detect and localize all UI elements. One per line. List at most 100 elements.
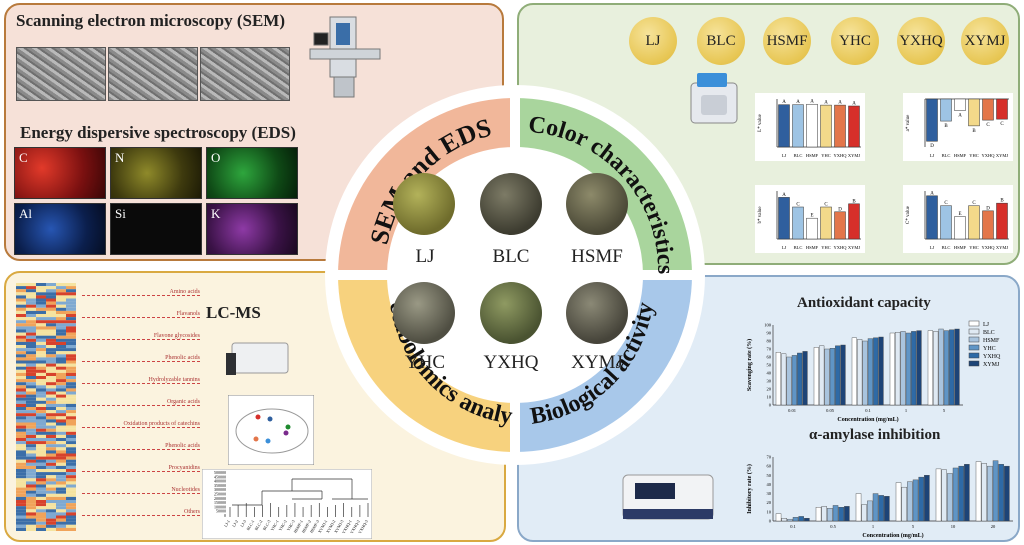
heatmap-cell [66, 397, 76, 401]
heatmap-cell [46, 394, 56, 398]
heatmap-cell [26, 317, 36, 321]
heatmap-cell [56, 459, 66, 463]
heatmap-cell [56, 310, 66, 314]
heatmap-cell [36, 450, 46, 454]
bar [916, 330, 922, 406]
heatmap-cell [46, 323, 56, 327]
heatmap-cell [46, 478, 56, 482]
heatmap-cell [16, 286, 26, 290]
sample-circle-xymj: XYMJ [961, 17, 1009, 65]
heatmap-cell [36, 428, 46, 432]
bar [806, 103, 818, 148]
bar [861, 504, 867, 522]
heatmap-cell [56, 379, 66, 383]
heatmap-cell [66, 509, 76, 513]
tea-label-xymj: XYMJ [571, 352, 623, 373]
significance-letter: C [824, 203, 828, 208]
heatmap-cell [36, 310, 46, 314]
metabolite-category: Flavone glycosides [82, 333, 200, 340]
heatmap-cell [66, 407, 76, 411]
heatmap-cell [56, 397, 66, 401]
heatmap-cell [66, 354, 76, 358]
heatmap-cell [66, 487, 76, 491]
heatmap-cell [66, 314, 76, 318]
heatmap-cell [26, 438, 36, 442]
heatmap-cell [26, 326, 36, 330]
heatmap-cell [36, 506, 46, 510]
heatmap-cell [66, 444, 76, 448]
bar [815, 507, 822, 522]
bar [954, 216, 966, 240]
heatmap-cell [46, 388, 56, 392]
eds-title: Energy dispersive spectroscopy (EDS) [20, 123, 296, 142]
heatmap-cell [56, 431, 66, 435]
heatmap-cell [66, 518, 76, 522]
heatmap-cell [56, 490, 66, 494]
heatmap [16, 283, 76, 531]
heatmap-cell [36, 456, 46, 460]
heatmap-cell [66, 506, 76, 510]
pca-plot [228, 395, 314, 465]
heatmap-cell [56, 484, 66, 488]
dendrogram-leaf-label: LJ-2 [231, 519, 239, 528]
heatmap-cell [46, 348, 56, 352]
heatmap-cell [46, 289, 56, 293]
metabolite-category: Oxidation products of catechins [82, 421, 200, 428]
x-tick-label: XYMJ [996, 245, 1009, 250]
heatmap-cell [16, 400, 26, 404]
heatmap-cell [46, 512, 56, 516]
heatmap-cell [16, 472, 26, 476]
bar [935, 468, 942, 522]
heatmap-cell [36, 416, 46, 420]
heatmap-cell [56, 428, 66, 432]
heatmap-cell [46, 326, 56, 330]
heatmap-cell [66, 329, 76, 333]
significance-letter: C [972, 201, 976, 206]
x-tick-label: 0.1 [790, 524, 796, 529]
heatmap-cell [46, 363, 56, 367]
heatmap-cell [66, 283, 76, 287]
heatmap-cell [66, 456, 76, 460]
heatmap-cell [26, 431, 36, 435]
dendrogram-leaf-label: LJ-1 [223, 519, 231, 528]
heatmap-cell [26, 295, 36, 299]
heatmap-cell [26, 425, 36, 429]
heatmap-cell [56, 382, 66, 386]
bar [907, 481, 913, 522]
x-tick-label: 0.1 [865, 408, 871, 413]
heatmap-cell [36, 360, 46, 364]
heatmap-cell [16, 484, 26, 488]
bar [982, 210, 994, 240]
heatmap-cell [56, 345, 66, 349]
heatmap-cell [36, 332, 46, 336]
heatmap-cell [66, 369, 76, 373]
eds-map-si: Si [110, 203, 202, 255]
heatmap-cell [36, 434, 46, 438]
significance-letter: A [796, 100, 800, 105]
bar [848, 105, 860, 148]
heatmap-cell [36, 441, 46, 445]
heatmap-cell [66, 416, 76, 420]
y-tick-label: 100 [764, 323, 772, 328]
heatmap-cell [56, 289, 66, 293]
bar [840, 344, 846, 406]
heatmap-cell [36, 431, 46, 435]
heatmap-cell [56, 441, 66, 445]
x-tick-label: LJ [782, 153, 787, 158]
bar [820, 206, 832, 240]
heatmap-cell [26, 416, 36, 420]
heatmap-cell [56, 329, 66, 333]
heatmap-cell [16, 527, 26, 531]
heatmap-cell [56, 283, 66, 287]
heatmap-cell [26, 469, 36, 473]
dendrogram-leaf-label: XYMJ-2 [325, 519, 336, 534]
heatmap-cell [26, 391, 36, 395]
heatmap-cell [36, 369, 46, 373]
heatmap-cell [46, 292, 56, 296]
heatmap-cell [66, 490, 76, 494]
heatmap-cell [16, 314, 26, 318]
y-tick-label: 0 [769, 519, 772, 524]
heatmap-cell [46, 503, 56, 507]
heatmap-cell [26, 304, 36, 308]
heatmap-cell [56, 475, 66, 479]
